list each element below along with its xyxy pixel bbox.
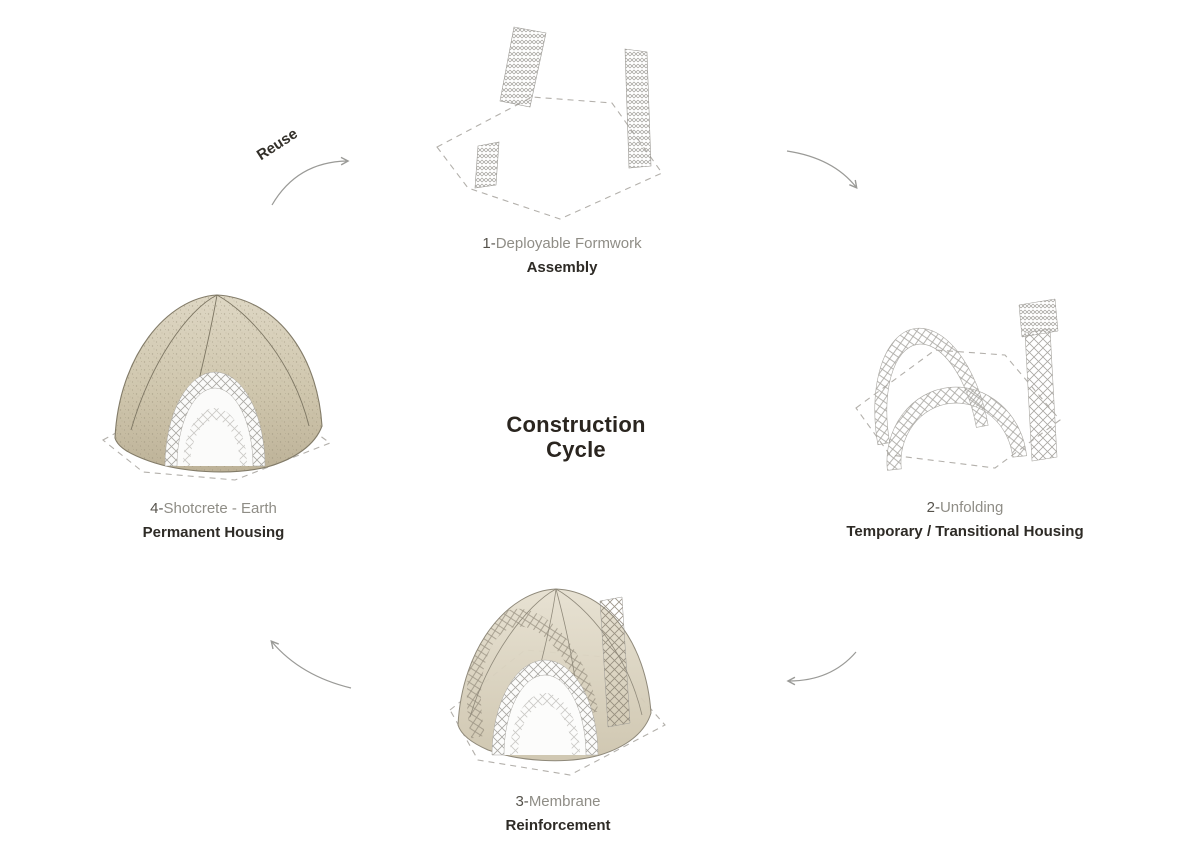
stage2-name-text: Unfolding — [939, 499, 1004, 516]
reuse-arrow-icon — [271, 156, 350, 206]
folded-scissor-tower-icon — [624, 48, 652, 169]
arrow-stage1-to-stage2-icon — [786, 150, 858, 190]
stage3-illustration — [449, 588, 666, 776]
title-line2: Cycle — [546, 437, 606, 462]
stage4-label: 4-Shotcrete - Earth Permanent Housing — [80, 497, 347, 546]
stage2-label: 2-Unfolding Temporary / Transitional Hou… — [780, 496, 1150, 545]
lattice-column-icon — [599, 596, 631, 728]
stage2-subtitle: Temporary / Transitional Housing — [846, 523, 1084, 540]
stage4-subtitle: Permanent Housing — [142, 524, 285, 541]
stage3-subtitle: Reinforcement — [505, 817, 611, 834]
dashed-base-icon — [855, 349, 1061, 469]
opening-lattice-rim-icon — [164, 371, 266, 467]
lattice-under-membrane-icon — [466, 608, 599, 739]
folded-scissor-top-icon — [1018, 298, 1059, 338]
stage3-label: 3-Membrane Reinforcement — [428, 790, 688, 839]
folded-scissor-tower-icon — [474, 141, 500, 189]
stage2-illustration — [855, 298, 1061, 471]
arrow-stage3-to-stage4-icon — [270, 640, 352, 689]
stage1-label: 1-Deployable Formwork Assembly — [430, 232, 694, 281]
cycle-arrows — [270, 150, 858, 689]
stage1-number: 1- — [482, 235, 496, 252]
lattice-column-icon — [1024, 328, 1058, 462]
stage4-number: 4- — [150, 500, 164, 517]
stage4-illustration — [102, 294, 332, 481]
opening-lattice-rim-icon — [491, 659, 599, 756]
arrow-stage2-to-stage3-icon — [786, 651, 857, 686]
folded-scissor-tower-icon — [499, 26, 547, 108]
stage1-illustration — [436, 26, 663, 220]
inner-lattice-arch-icon — [510, 693, 580, 755]
stage1-subtitle: Assembly — [526, 259, 598, 276]
stage3-name: 3-Membrane — [428, 790, 688, 813]
stage4-name-text: Shotcrete - Earth — [163, 500, 277, 517]
stage4-name: 4-Shotcrete - Earth — [80, 497, 347, 520]
dashed-base-icon — [449, 649, 666, 776]
lattice-arch-icon — [874, 327, 989, 446]
stage2-name: 2-Unfolding — [780, 496, 1150, 519]
stage3-name-text: Membrane — [528, 793, 601, 810]
stage2-number: 2- — [926, 499, 940, 516]
stage1-name-text: Deployable Formwork — [495, 235, 642, 252]
stage1-name: 1-Deployable Formwork — [430, 232, 694, 255]
stage3-number: 3- — [515, 793, 529, 810]
inner-lattice-arch-icon — [183, 408, 247, 466]
title-line1: Construction — [506, 412, 646, 437]
diagram-title: Construction Cycle — [440, 412, 712, 462]
lattice-arch-icon — [886, 386, 1027, 471]
